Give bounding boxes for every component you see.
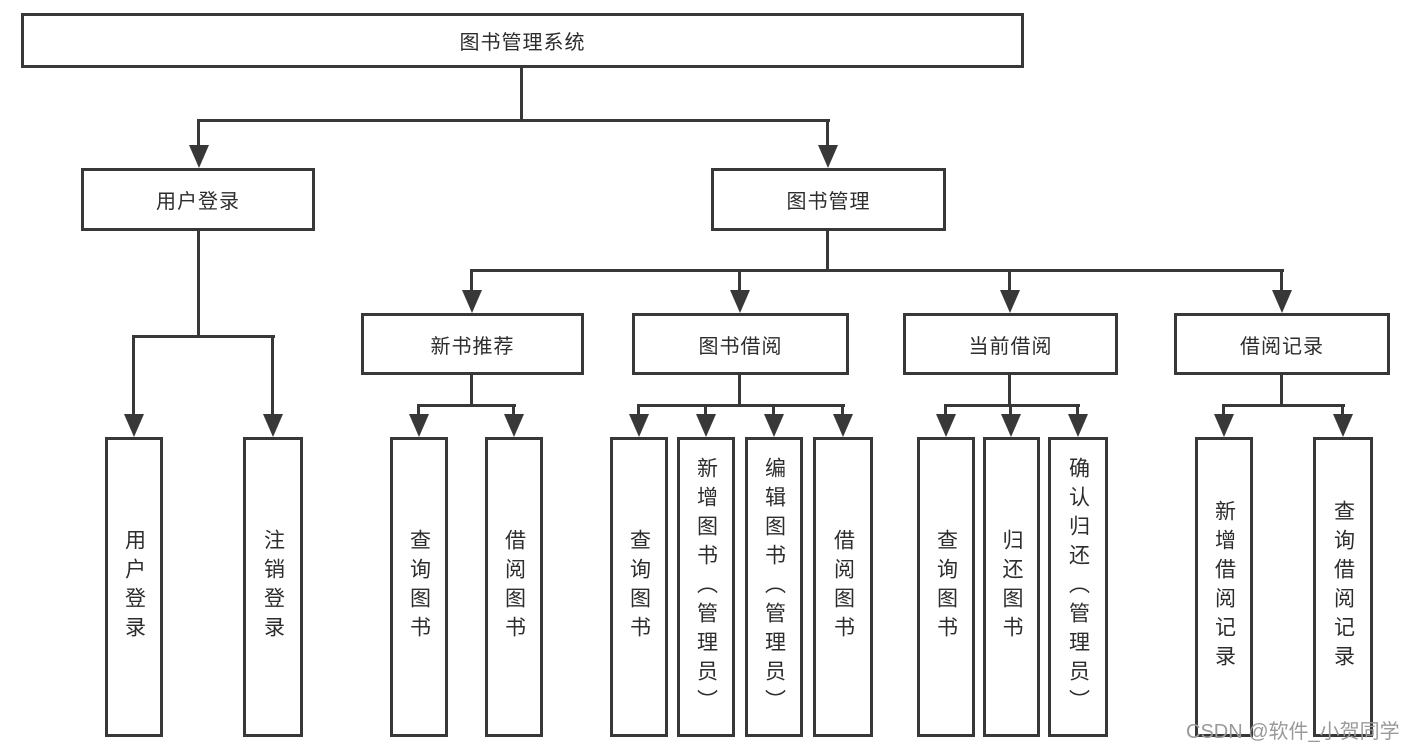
node-root-label: 图书管理系统	[459, 32, 586, 54]
arrowhead-current-borrow	[1000, 290, 1020, 313]
connector-drop-current-borrow	[1008, 269, 1011, 292]
arrowhead-cur3	[1068, 414, 1088, 437]
connector-userlogin-hbar	[132, 335, 275, 338]
node-user-login: 用户登录	[81, 168, 315, 231]
arrowhead-borrow-record	[1272, 290, 1292, 313]
node-current-borrow-label: 当前借阅	[968, 335, 1053, 358]
arrowhead-rec2	[504, 414, 524, 437]
arrowhead-bor4	[833, 414, 853, 437]
leaf-hist-add-record: 新增借阅记录	[1195, 437, 1253, 737]
arrowhead-book-borrow	[730, 290, 750, 313]
connector-bookborrow-hbar	[637, 404, 845, 407]
leaf-bor-query-books: 查询图书	[610, 437, 668, 737]
connector-drop-bor1	[637, 404, 640, 416]
connector-drop-user-login	[197, 119, 200, 147]
connector-drop-bor2	[704, 404, 707, 416]
leaf-cur-confirm-return-admin: 确认归还（管理员）	[1048, 437, 1108, 737]
connector-bookmgmt-stem	[826, 231, 829, 272]
connector-drop-rec2	[512, 404, 515, 416]
arrowhead-bor3	[764, 414, 784, 437]
connector-drop-rec1	[417, 404, 420, 416]
arrowhead-hist1	[1214, 414, 1234, 437]
connector-currentborrow-stem	[1008, 375, 1011, 407]
arrowhead-login2	[263, 414, 283, 437]
connector-drop-login1	[132, 335, 135, 416]
connector-drop-login2	[271, 335, 274, 416]
csdn-watermark: CSDN @软件_小贺同学	[1186, 721, 1400, 743]
leaf-cur-return-books-label: 归还图书	[1000, 529, 1023, 645]
arrowhead-user-login	[189, 145, 209, 168]
leaf-bor-add-books-admin-label: 新增图书（管理员）	[694, 456, 718, 718]
node-new-book-rec-label: 新书推荐	[430, 335, 515, 358]
leaf-rec-borrow-books: 借阅图书	[485, 437, 543, 737]
connector-newbookrec-hbar	[417, 404, 516, 407]
leaf-user-login-label: 用户登录	[122, 529, 146, 645]
connector-drop-borrow-record	[1280, 269, 1283, 292]
leaf-logout-label: 注销登录	[261, 529, 285, 645]
leaf-hist-query-record-label: 查询借阅记录	[1331, 500, 1355, 674]
connector-newbookrec-stem	[470, 375, 473, 407]
node-current-borrow: 当前借阅	[903, 313, 1118, 375]
node-borrow-record: 借阅记录	[1174, 313, 1390, 375]
leaf-cur-confirm-return-admin-label: 确认归还（管理员）	[1066, 456, 1090, 718]
arrowhead-cur2	[1001, 414, 1021, 437]
node-borrow-record-label: 借阅记录	[1240, 335, 1324, 358]
arrowhead-book-mgmt	[818, 145, 838, 168]
connector-borrowrecord-hbar	[1222, 404, 1345, 407]
leaf-cur-query-books-label: 查询图书	[934, 529, 958, 645]
connector-drop-new-book-rec	[470, 269, 473, 292]
leaf-hist-add-record-label: 新增借阅记录	[1212, 500, 1236, 674]
arrowhead-login1	[124, 414, 144, 437]
connector-drop-hist1	[1222, 404, 1225, 416]
connector-drop-book-borrow	[738, 269, 741, 292]
connector-bookborrow-stem	[738, 375, 741, 407]
leaf-bor-edit-books-admin: 编辑图书（管理员）	[745, 437, 803, 737]
leaf-bor-edit-books-admin-label: 编辑图书（管理员）	[762, 456, 786, 718]
leaf-bor-add-books-admin: 新增图书（管理员）	[677, 437, 735, 737]
connector-borrowrecord-stem	[1280, 375, 1283, 407]
connector-drop-hist2	[1341, 404, 1344, 416]
connector-drop-book-mgmt	[826, 119, 829, 147]
arrowhead-hist2	[1333, 414, 1353, 437]
node-book-mgmt: 图书管理	[711, 168, 946, 231]
connector-drop-cur2	[1009, 404, 1012, 416]
arrowhead-rec1	[409, 414, 429, 437]
leaf-logout: 注销登录	[243, 437, 303, 737]
connector-drop-cur1	[944, 404, 947, 416]
node-book-mgmt-label: 图书管理	[786, 191, 871, 213]
leaf-cur-query-books: 查询图书	[917, 437, 975, 737]
leaf-bor-borrow-books-label: 借阅图书	[831, 529, 855, 645]
node-root: 图书管理系统	[21, 13, 1024, 68]
leaf-bor-query-books-label: 查询图书	[627, 529, 651, 645]
leaf-cur-return-books: 归还图书	[983, 437, 1040, 737]
connector-root-stem	[520, 68, 523, 121]
arrowhead-cur1	[936, 414, 956, 437]
leaf-hist-query-record: 查询借阅记录	[1313, 437, 1373, 737]
arrowhead-bor1	[629, 414, 649, 437]
leaf-rec-query-books: 查询图书	[390, 437, 448, 737]
arrowhead-bor2	[696, 414, 716, 437]
connector-userlogin-stem	[197, 231, 200, 338]
connector-drop-bor3	[772, 404, 775, 416]
leaf-bor-borrow-books: 借阅图书	[813, 437, 873, 737]
connector-currentborrow-hbar	[944, 404, 1080, 407]
leaf-user-login: 用户登录	[105, 437, 163, 737]
connector-drop-cur3	[1076, 404, 1079, 416]
connector-bookmgmt-hbar	[470, 269, 1284, 272]
node-user-login-label: 用户登录	[156, 191, 240, 213]
leaf-rec-borrow-books-label: 借阅图书	[502, 529, 526, 645]
node-book-borrow: 图书借阅	[632, 313, 849, 375]
leaf-rec-query-books-label: 查询图书	[407, 529, 431, 645]
connector-drop-bor4	[841, 404, 844, 416]
node-book-borrow-label: 图书借阅	[698, 335, 783, 358]
arrowhead-new-book-rec	[462, 290, 482, 313]
node-new-book-rec: 新书推荐	[361, 313, 584, 375]
connector-root-hbar	[197, 119, 830, 122]
